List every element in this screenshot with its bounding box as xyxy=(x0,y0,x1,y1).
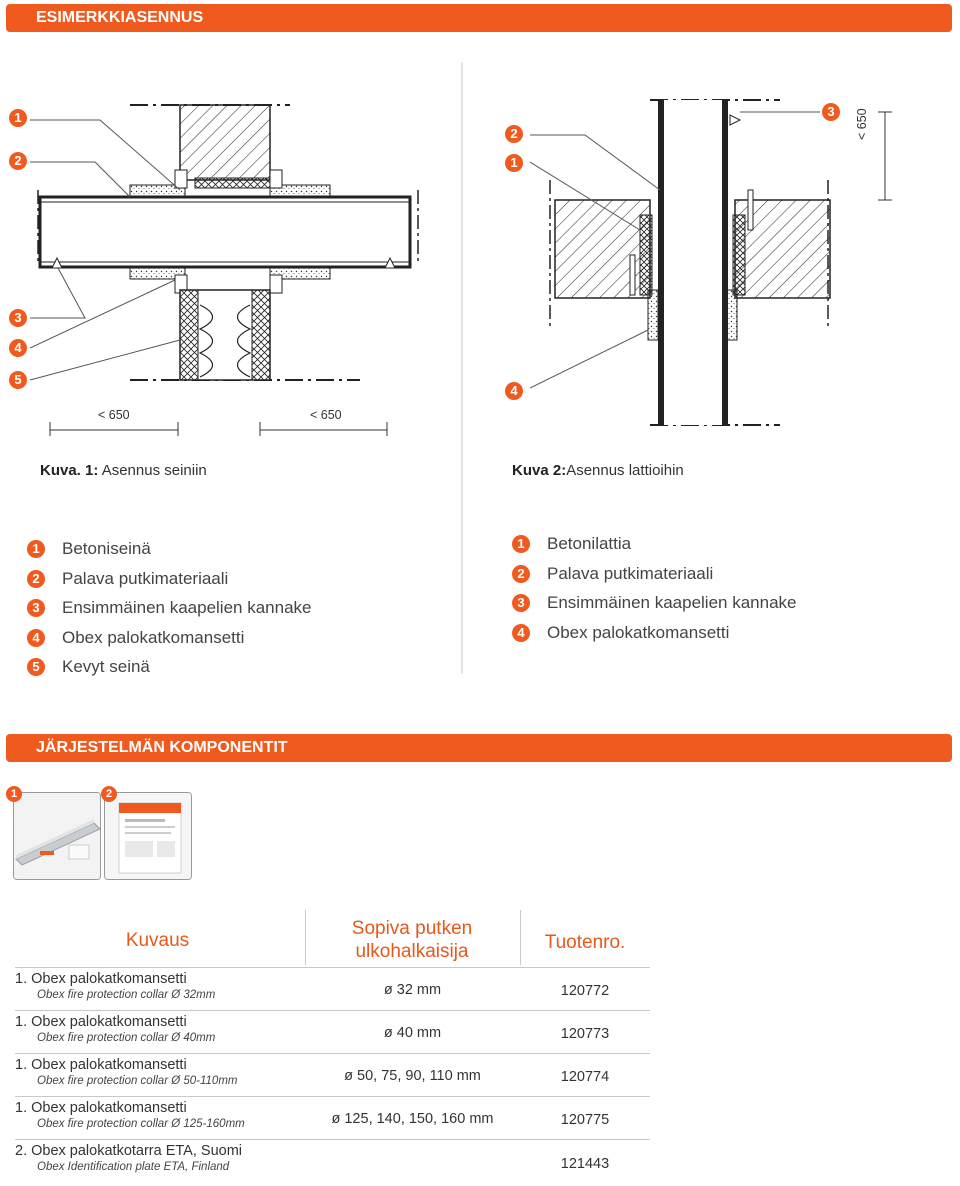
concrete-wall xyxy=(179,104,271,181)
figure2-caption: Kuva 2:Asennus lattioihin xyxy=(512,462,684,479)
legend-badge: 4 xyxy=(27,628,45,647)
product-subtitle: Obex fire protection collar Ø 50-110mm xyxy=(37,1075,238,1087)
product-subtitle: Obex fire protection collar Ø 40mm xyxy=(37,1032,216,1044)
figure1-caption-text: Asennus seiniin xyxy=(98,462,207,479)
figure2-caption-text: Asennus lattioihin xyxy=(566,462,684,479)
legend-item: 3 Ensimmäinen kaapelien kannake xyxy=(512,592,797,622)
section-title: JÄRJESTELMÄN KOMPONENTIT xyxy=(36,739,288,756)
legend-badge: 1 xyxy=(27,540,45,558)
figure1-badge-4: 4 xyxy=(9,339,27,357)
table-header-product-number: Tuotenro. xyxy=(544,932,626,953)
product-number: 120772 xyxy=(560,983,610,999)
table-header-pipe-diameter: Sopiva putken ulkohalkaisija xyxy=(351,918,473,962)
legend-wall: 1 Betoniseinä 2 Palava putkimateriaali 3 En… xyxy=(27,538,312,686)
legend-badge: 5 xyxy=(27,658,45,676)
figure1-badge-1: 1 xyxy=(9,109,27,127)
figure1-caption: Kuva. 1: Asennus seiniin xyxy=(40,462,207,479)
figure1-caption-label: Kuva. 1: xyxy=(40,462,99,479)
table-column-separator xyxy=(305,910,306,965)
figure1-badge-5: 5 xyxy=(9,371,27,389)
product-number: 120773 xyxy=(560,1026,610,1042)
wall-installation-drawing xyxy=(30,104,419,436)
concrete-floor-left xyxy=(554,199,651,299)
product-number: 121443 xyxy=(560,1156,610,1172)
legend-badge: 3 xyxy=(512,594,530,612)
legend-label: Ensimmäinen kaapelien kannake xyxy=(547,593,797,612)
legend-item: 2 Palava putkimateriaali xyxy=(27,568,312,598)
legend-badge: 2 xyxy=(512,564,530,583)
legend-label: Palava putkimateriaali xyxy=(547,563,714,583)
legend-label: Palava putkimateriaali xyxy=(62,568,229,588)
pipe-diameter: ø 50, 75, 90, 110 mm xyxy=(344,1068,481,1084)
dimension-label-left: < 650 xyxy=(98,408,130,422)
dimension-label-vertical: < 650 xyxy=(855,108,869,140)
product-name: 2. Obex palokatkotarra ETA, Suomi xyxy=(15,1143,243,1159)
product-number: 120775 xyxy=(560,1112,610,1128)
legend-label: Betoniseinä xyxy=(62,539,151,558)
figure2-badge-1: 1 xyxy=(505,154,523,172)
product-name: 1. Obex palokatkomansetti xyxy=(15,1100,187,1116)
product-subtitle: Obex fire protection collar Ø 32mm xyxy=(37,989,216,1001)
product-badge-2: 2 xyxy=(101,786,117,802)
figure2-badge-3: 3 xyxy=(822,103,840,121)
product-image-fire-collar xyxy=(13,792,101,880)
identification-plate-photo xyxy=(105,793,191,879)
figure2-badge-4: 4 xyxy=(505,382,523,400)
table-column-separator xyxy=(520,910,521,965)
legend-label: Obex palokatkomansetti xyxy=(62,627,245,647)
vertical-divider xyxy=(461,62,463,674)
table-header-description: Kuvaus xyxy=(125,930,190,951)
figure2-caption-label: Kuva 2: xyxy=(512,462,567,479)
product-subtitle: Obex fire protection collar Ø 125-160mm xyxy=(37,1118,245,1130)
product-name: 1. Obex palokatkomansetti xyxy=(15,971,187,987)
pipe-diameter: ø 40 mm xyxy=(383,1025,442,1041)
figure1-badge-2: 2 xyxy=(9,152,27,170)
legend-item: 1 Betoniseinä xyxy=(27,538,312,568)
legend-label: Obex palokatkomansetti xyxy=(547,622,730,642)
pipe-diameter: ø 32 mm xyxy=(383,982,442,998)
legend-item: 1 Betonilattia xyxy=(512,533,797,563)
legend-badge: 4 xyxy=(512,623,530,642)
legend-badge: 3 xyxy=(27,599,45,617)
legend-label: Betonilattia xyxy=(547,534,632,553)
product-subtitle: Obex Identification plate ETA, Finland xyxy=(37,1161,230,1173)
legend-item: 2 Palava putkimateriaali xyxy=(512,563,797,593)
legend-badge: 2 xyxy=(27,569,45,588)
pipe-diameter: ø 125, 140, 150, 160 mm xyxy=(331,1111,494,1127)
figure1-badge-3: 3 xyxy=(9,309,27,327)
combustible-pipe xyxy=(38,195,412,269)
legend-item: 4 Obex palokatkomansetti xyxy=(27,627,312,657)
legend-label: Ensimmäinen kaapelien kannake xyxy=(62,598,312,617)
floor-installation-drawing xyxy=(530,99,892,426)
fire-collar-photo xyxy=(14,793,100,879)
legend-label: Kevyt seinä xyxy=(62,657,150,676)
product-image-id-plate xyxy=(104,792,192,880)
product-number: 120774 xyxy=(560,1069,610,1085)
legend-item: 5 Kevyt seinä xyxy=(27,656,312,686)
section-banner-system-components: JÄRJESTELMÄN KOMPONENTIT xyxy=(6,734,952,762)
legend-item: 3 Ensimmäinen kaapelien kannake xyxy=(27,597,312,627)
section-banner-example-installation: ESIMERKKIASENNUS xyxy=(6,4,952,32)
dimension-label-right: < 650 xyxy=(310,408,342,422)
legend-badge: 1 xyxy=(512,535,530,553)
section-title: ESIMERKKIASENNUS xyxy=(36,9,204,26)
combustible-pipe-vertical xyxy=(658,100,728,425)
product-name: 1. Obex palokatkomansetti xyxy=(15,1057,187,1073)
product-badge-1: 1 xyxy=(6,786,22,802)
figure2-badge-2: 2 xyxy=(505,125,523,143)
product-name: 1. Obex palokatkomansetti xyxy=(15,1014,187,1030)
legend-item: 4 Obex palokatkomansetti xyxy=(512,622,797,652)
